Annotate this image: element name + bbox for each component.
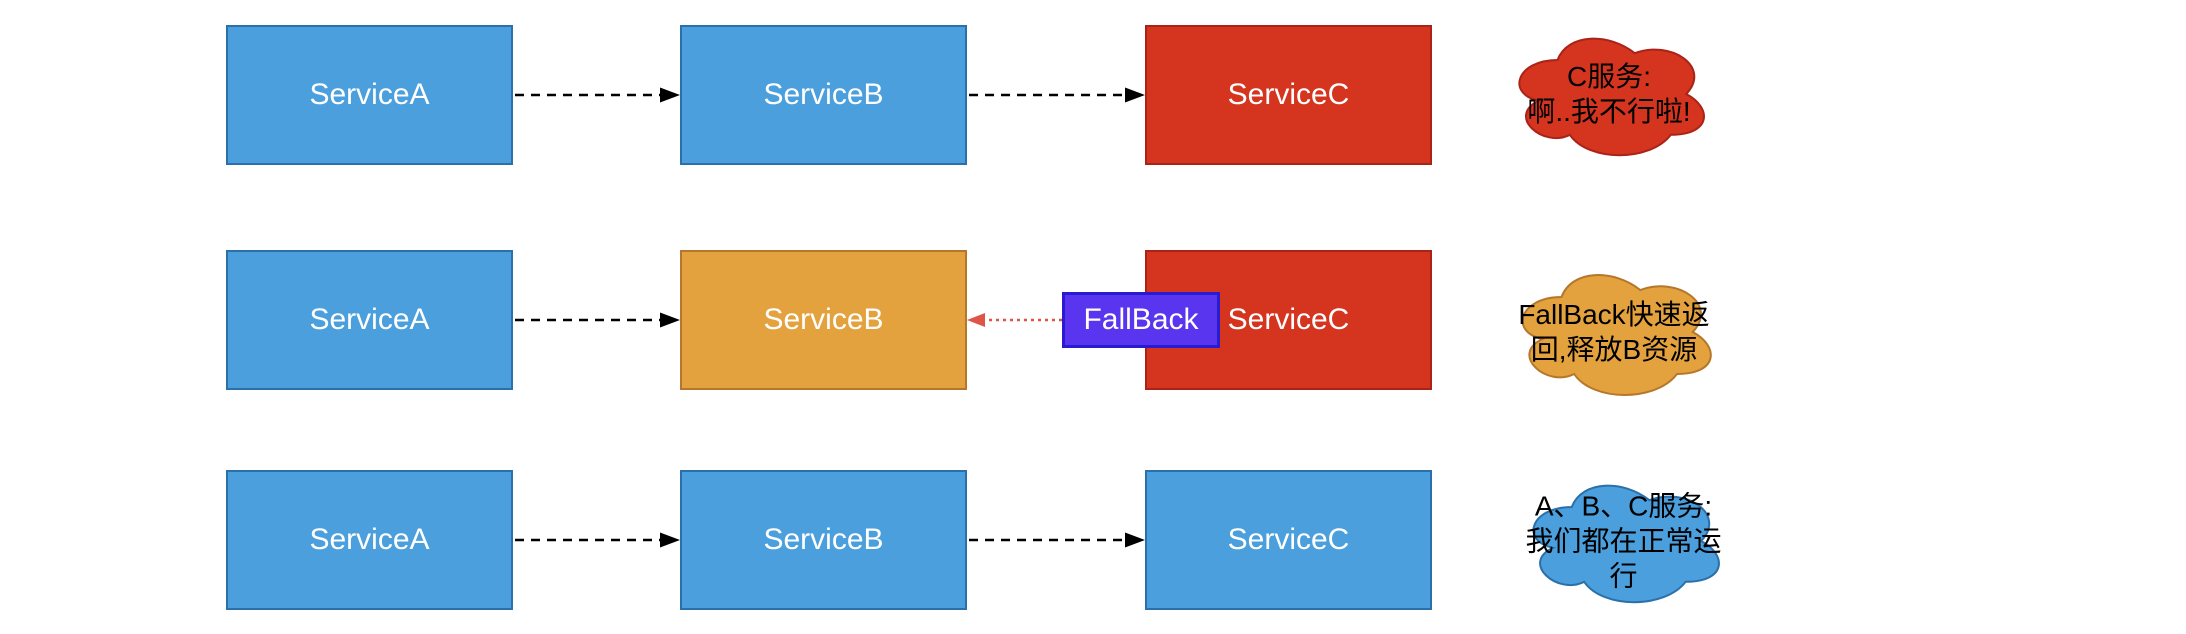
- cloud-text-line: 行: [1609, 560, 1638, 592]
- row1-service-a-box: ServiceA: [226, 25, 513, 165]
- fallback-label: FallBack: [1083, 303, 1199, 336]
- row3-cloud-text: A、B、C服务: 我们都在正常运 行: [1525, 489, 1721, 594]
- arrow-row3-b-to-c: [969, 532, 1145, 548]
- cloud-shape-icon: [1509, 262, 1719, 402]
- row2-cloud-callout: FallBack快速返 回,释放B资源: [1509, 262, 1719, 402]
- row2-service-b-label: ServiceB: [763, 303, 884, 336]
- cloud-shape-icon: [1506, 26, 1712, 162]
- row3-service-b-label: ServiceB: [763, 523, 884, 556]
- arrowhead-right-icon: [660, 532, 680, 548]
- row1-service-b-label: ServiceB: [763, 78, 884, 111]
- cloud-text-line: A、B、C服务:: [1534, 490, 1713, 522]
- cloud-text-line: 啊..我不行啦!: [1527, 96, 1691, 127]
- cloud-text-line: 我们都在正常运: [1525, 525, 1722, 557]
- arrowhead-right-icon: [660, 312, 680, 328]
- arrowhead-right-icon: [1125, 532, 1145, 548]
- cloud-text-line: C服务:: [1566, 61, 1651, 92]
- arrow-row2-a-to-b: [515, 312, 680, 328]
- row1-service-a-label: ServiceA: [309, 78, 430, 111]
- row1-cloud-text: C服务: 啊..我不行啦!: [1527, 59, 1690, 129]
- row3-service-a-label: ServiceA: [309, 523, 430, 556]
- arrowhead-left-icon: [967, 313, 985, 327]
- arrow-row1-a-to-b: [515, 87, 680, 103]
- row2-service-b-box: ServiceB: [680, 250, 967, 390]
- row1-service-c-box: ServiceC: [1145, 25, 1432, 165]
- row3-service-a-box: ServiceA: [226, 470, 513, 610]
- row1-service-c-label: ServiceC: [1227, 78, 1350, 111]
- arrow-row1-b-to-c: [969, 87, 1145, 103]
- row2-service-a-box: ServiceA: [226, 250, 513, 390]
- row3-cloud-callout: A、B、C服务: 我们都在正常运 行: [1520, 473, 1727, 609]
- cloud-text-line: FallBack快速返: [1518, 299, 1710, 330]
- row1-cloud-callout: C服务: 啊..我不行啦!: [1506, 26, 1712, 162]
- arrow-row3-a-to-b: [515, 532, 680, 548]
- row3-service-c-label: ServiceC: [1227, 523, 1350, 556]
- fallback-box: FallBack: [1062, 292, 1220, 348]
- row2-service-c-label: ServiceC: [1227, 303, 1350, 336]
- row3-service-b-box: ServiceB: [680, 470, 967, 610]
- row2-cloud-text: FallBack快速返 回,释放B资源: [1518, 297, 1709, 367]
- cloud-shape-icon: [1520, 473, 1727, 609]
- arrowhead-right-icon: [1125, 87, 1145, 103]
- cloud-text-line: 回,释放B资源: [1530, 334, 1698, 365]
- row1-service-b-box: ServiceB: [680, 25, 967, 165]
- arrowhead-right-icon: [660, 87, 680, 103]
- row2-service-a-label: ServiceA: [309, 303, 430, 336]
- arrow-row2-fallback-to-b: [967, 313, 1062, 327]
- row3-service-c-box: ServiceC: [1145, 470, 1432, 610]
